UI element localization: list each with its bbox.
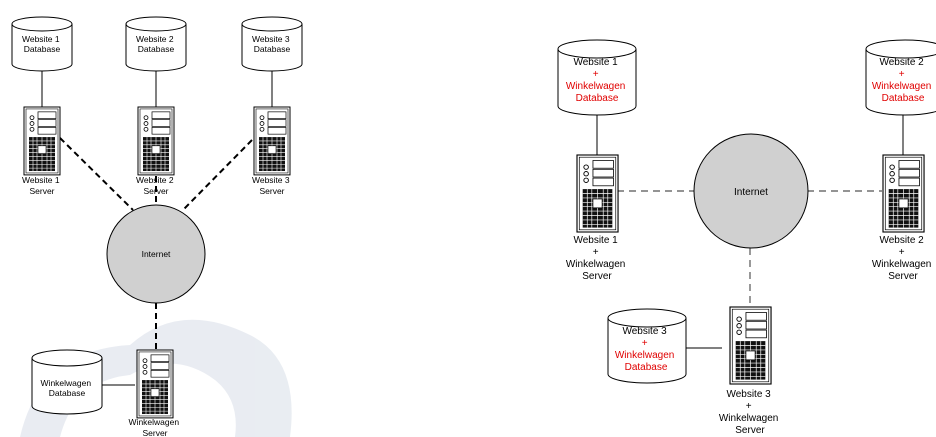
left-internet-label: Internet (142, 249, 171, 259)
rs2-label: Website 2 + Winkelwagen Server (872, 235, 934, 282)
db1-cylinder: Website 1 Database (11, 16, 73, 72)
server3-internet-link (182, 139, 253, 211)
rs3-tower: Website 3 + Winkelwagen Server (719, 306, 781, 436)
server3-tower: Website 3 Server (252, 106, 292, 196)
dbw-label: Winkelwagen Database (41, 378, 94, 398)
server1-internet-link (59, 137, 134, 211)
db1-label: Website 1 Database (22, 34, 62, 54)
rdb3-cylinder: Website 3 + Winkelwagen Database (607, 308, 687, 384)
db2-cylinder: Website 2 Database (125, 16, 187, 72)
rdb2-label: Website 2 + Winkelwagen Database (872, 57, 934, 104)
server2-tower: Website 2 Server (136, 106, 176, 196)
rs2-tower: Website 2 + Winkelwagen Server (872, 154, 934, 282)
db2-label: Website 2 Database (136, 34, 176, 54)
server3-label: Website 3 Server (252, 175, 292, 196)
rdb1-cylinder: Website 1 + Winkelwagen Database (557, 39, 637, 116)
left-diagram: Website 1 Database Website 2 Database We… (11, 16, 303, 437)
rs1-label: Website 1 + Winkelwagen Server (566, 235, 628, 282)
dbw-cylinder: Winkelwagen Database (31, 349, 103, 415)
left-internet-cloud: Internet (106, 204, 206, 304)
serverw-tower: Winkelwagen Server (129, 349, 182, 437)
serverw-label: Winkelwagen Server (129, 417, 182, 437)
db3-cylinder: Website 3 Database (241, 16, 303, 72)
right-internet-cloud: Internet (693, 133, 809, 249)
right-diagram: Website 1 + Winkelwagen Database Website… (557, 39, 936, 436)
rs1-tower: Website 1 + Winkelwagen Server (566, 154, 628, 282)
db3-label: Website 3 Database (252, 34, 292, 54)
right-internet-label: Internet (734, 187, 768, 198)
rdb3-label: Website 3 + Winkelwagen Database (615, 326, 677, 373)
rdb2-cylinder: Website 2 + Winkelwagen Database (865, 39, 936, 116)
server1-tower: Website 1 Server (22, 106, 62, 196)
rdb1-label: Website 1 + Winkelwagen Database (566, 57, 628, 104)
rs3-label: Website 3 + Winkelwagen Server (719, 389, 781, 436)
server2-label: Website 2 Server (136, 175, 176, 196)
server1-label: Website 1 Server (22, 175, 62, 196)
